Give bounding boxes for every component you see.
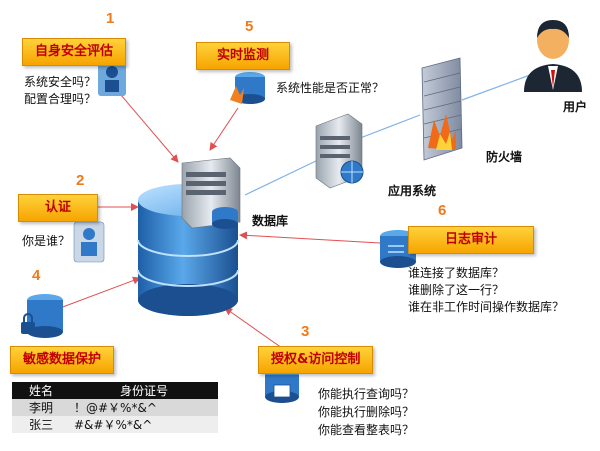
label-user: 用户 [563,100,588,114]
database-icon [137,157,241,316]
arrow-monitor-db [209,107,239,151]
number-2: 2 [76,172,85,189]
log-question: 谁在非工作时间操作数据库？ [408,300,565,314]
number-4: 4 [32,267,41,284]
monitor-question: 系统性能是否正常？ [276,81,385,95]
table-cell: 李明 [12,399,70,416]
link-firewall-app [354,114,421,141]
log-question: 谁删除了这一行？ [408,283,505,297]
number-5: 5 [245,18,254,35]
label-realtime-monitor: 实时监测 [196,42,291,70]
label-sensitive-data: 敏感数据保护 [10,346,115,374]
monitor-db-icon [230,72,265,104]
label-database: 数据库 [252,214,289,228]
label-app-system: 应用系统 [388,184,437,198]
label-access-control: 授权&访问控制 [258,346,374,374]
table-cell: #&#￥%*&^ [70,416,218,433]
table-cell: ！@#￥%*&^ [70,399,218,416]
access-control-icon [265,369,299,403]
table-row: 张三 #&#￥%*&^ [12,416,218,433]
number-6: 6 [438,202,447,219]
table-row: 李明 ！@#￥%*&^ [12,399,218,416]
sensitive-data-table: 姓名 身份证号 李明 ！@#￥%*&^ 张三 #&#￥%*&^ [12,382,218,433]
arrow-log-db [239,231,381,244]
access-question: 你能执行删除吗？ [318,405,415,419]
user-icon [524,20,582,92]
app-server-icon [315,113,364,189]
number-3: 3 [301,323,310,340]
table-cell: 张三 [12,416,70,433]
risk-question: 配置合理吗？ [24,92,97,106]
label-risk-assessment: 自身安全评估 [22,38,127,66]
firewall-icon [421,57,463,161]
label-authentication: 认证 [18,194,99,222]
log-question: 谁连接了数据库？ [408,266,505,280]
link-app-db [244,159,319,196]
table-header: 姓名 [12,382,70,399]
auth-user-icon [73,221,105,263]
auth-question: 你是谁？ [22,234,71,248]
arrow-risk-db [114,87,179,163]
lock-db-icon [21,294,63,338]
person-shield-icon [98,62,126,96]
table-header: 身份证号 [70,382,218,399]
access-question: 你能查看整表吗？ [318,423,415,437]
link-user-firewall [461,74,531,101]
db-server-icon [181,157,241,229]
label-firewall: 防火墙 [486,150,523,164]
risk-question: 系统安全吗？ [24,75,97,89]
number-1: 1 [106,10,115,27]
table-header-row: 姓名 身份证号 [12,382,218,399]
access-question: 你能执行查询吗？ [318,387,415,401]
label-log-audit: 日志审计 [408,226,535,254]
arrow-sensitive-db [59,276,141,309]
